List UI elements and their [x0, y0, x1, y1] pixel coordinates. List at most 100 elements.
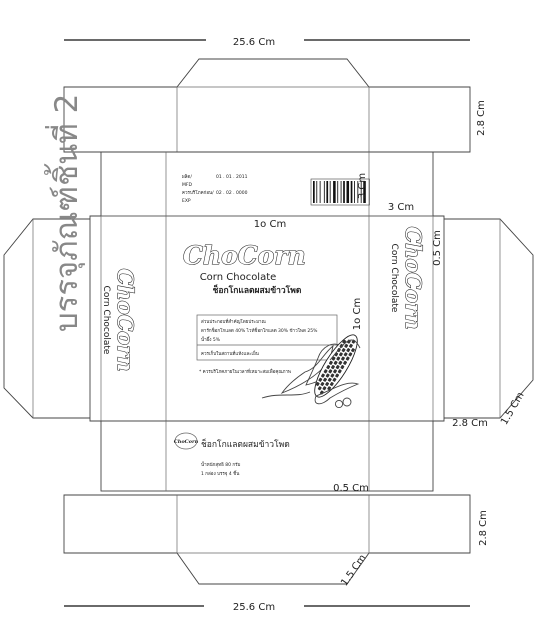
ingredients-text: ส่วนประกอบที่สำคัญโดยประมาณ ดาร์กช็อกโกแ…	[201, 318, 318, 357]
tab-bottom-label: 0.5 Cm	[333, 483, 369, 494]
mfg-value: 01 . 01 . 2011	[216, 174, 248, 180]
upper-strip-height-label: 3 Cm	[357, 173, 368, 199]
barcode-bar	[360, 181, 362, 203]
barcode-border	[310, 178, 370, 206]
corn-kernel	[327, 386, 332, 391]
info-block: ผลิต/ 01 . 01 . 2011 MFD ควรบริโภคก่อน/ …	[182, 174, 248, 204]
tab-right-label: 0.5 Cm	[432, 230, 443, 266]
corn-kernel	[343, 360, 347, 365]
ingredients-line-2: ดาร์กช็อกโกแลต 40% ไวท์ช็อกโกแลต 30% ข้า…	[201, 326, 318, 334]
inner-height-label: 1o Cm	[352, 298, 363, 330]
panel-3cm-label: 3 Cm	[388, 202, 414, 213]
barcode-bar	[313, 181, 315, 203]
corn-kernel	[345, 356, 350, 361]
left-side-flap	[3, 218, 90, 419]
corn-kernel	[335, 373, 340, 378]
barcode-bar	[357, 181, 359, 203]
right-panel-logo: ChoCorn	[401, 226, 426, 329]
ingredients-line-1: ส่วนประกอบที่สำคัญโดยประมาณ	[201, 318, 266, 325]
bottom-panel-name-th: ช็อกโกแลตผสมข้าวโพด	[201, 438, 290, 450]
corn-kernel	[315, 382, 320, 387]
bottom-flap-height-label: 2.8 Cm	[478, 510, 489, 546]
corn-kernel	[332, 377, 337, 382]
left-panel-logo: ChoCorn	[113, 268, 138, 371]
corn-illustration	[261, 334, 361, 409]
ingredients-line-3: น้ำผึ้ง 5%	[201, 336, 221, 343]
corn-kernel	[325, 382, 330, 387]
corn-kernel	[341, 348, 346, 353]
corn-kernel	[341, 356, 345, 361]
corn-kernel	[336, 356, 341, 361]
left-panel-brand: ChoCorn Corn Chocolate	[101, 268, 139, 372]
corn-kernel	[335, 365, 340, 370]
exp-value: 02 . 02 . 0000	[216, 190, 248, 196]
corn-kernel	[337, 369, 342, 374]
bottom-flap	[63, 494, 471, 585]
corn-cob	[314, 334, 358, 398]
corn-kernel	[339, 343, 344, 348]
small-logo-text: ChoCorn	[174, 439, 199, 445]
storage-note: * ควรบริโภคภายในเวลาที่เหมาะสมเพื่อคุณภา…	[199, 368, 291, 375]
top-flap-height-label: 2.8 Cm	[476, 100, 487, 136]
corn-kernel	[343, 352, 348, 357]
corn-kernel	[344, 343, 349, 348]
bottom-width-label: 25.6 Cm	[233, 602, 275, 613]
barcode-bar	[343, 181, 345, 203]
mfg-label: ผลิต/	[182, 174, 192, 180]
corn-kernel	[346, 348, 351, 353]
corn-kernel	[317, 386, 322, 391]
main-body-left-tab	[89, 215, 101, 422]
inner-width-label: 1o Cm	[254, 219, 286, 230]
top-flap	[63, 58, 471, 153]
brand-logo: ChoCorn	[183, 241, 306, 270]
corn-kernel	[320, 382, 325, 387]
corn-kernel	[321, 373, 325, 378]
ingredients-box	[196, 314, 338, 361]
bottom-15-label: 1.5 Cm	[339, 553, 369, 589]
barcode-bar	[333, 181, 336, 203]
barcode-bar	[346, 181, 350, 203]
corn-kernel	[323, 377, 327, 382]
brand-name-th: ช็อกโกแลตผสมข้าวโพด	[213, 283, 302, 296]
corn-kernel	[325, 373, 330, 378]
exp-en: EXP	[182, 198, 191, 204]
corn-kernel	[328, 360, 333, 365]
corn-kernel	[331, 365, 335, 370]
barcode-bar	[337, 181, 339, 203]
corn-kernel	[351, 348, 355, 353]
bottom-panel-count: 1 กล่อง บรรจุ 4 ชิ้น	[201, 470, 239, 477]
mfd-label: MFD	[182, 182, 192, 188]
lower-strip	[100, 420, 434, 492]
corn-kernel	[333, 369, 337, 374]
corn-kernel	[326, 365, 331, 370]
barcode-bar	[323, 181, 325, 203]
corn-kernel	[339, 352, 343, 357]
corn-kernel	[338, 360, 343, 365]
small-logo-badge	[174, 432, 198, 450]
barcode-bar	[363, 181, 366, 203]
exp-label: ควรบริโภคก่อน/	[182, 189, 214, 196]
barcode-bar	[326, 181, 329, 203]
page-title: บรรจุภัณฑ์ชิ้นที่ 2	[44, 94, 86, 332]
barcode	[310, 178, 370, 206]
top-width-label: 25.6 Cm	[233, 37, 275, 48]
right-panel-brand: ChoCorn Corn Chocolate	[389, 226, 427, 330]
barcode-bar	[354, 181, 355, 203]
corn-kernel	[318, 377, 323, 382]
barcode-bar	[329, 181, 331, 203]
corn-kernel	[323, 369, 328, 374]
corn-kernel	[333, 360, 338, 365]
ingredients-line-4: ควรเก็บในสถานที่แห้งและเย็น	[201, 349, 259, 357]
barcode-bar	[340, 181, 342, 203]
corn-kernel	[322, 386, 327, 391]
corn-kernel	[330, 373, 335, 378]
corn-kernel	[340, 365, 345, 370]
brand-name-en: Corn Chocolate	[200, 272, 277, 283]
barcode-bar	[350, 181, 353, 203]
right-panel-name-en: Corn Chocolate	[389, 244, 399, 313]
right-side-flap	[444, 218, 534, 419]
main-body-right-tab	[433, 215, 445, 422]
barcode-bar	[319, 181, 321, 203]
